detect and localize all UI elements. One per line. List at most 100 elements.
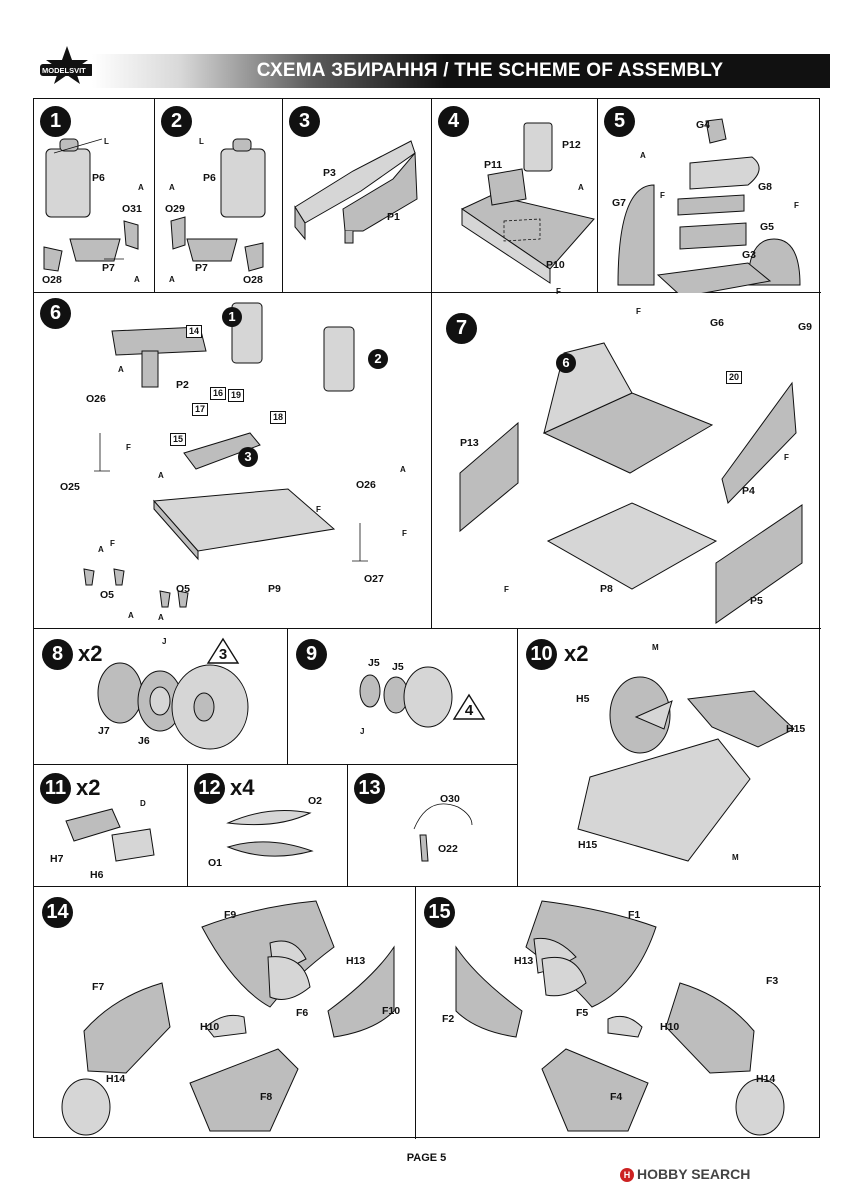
part-label: F3: [766, 975, 779, 987]
step-6-number: 6: [40, 298, 71, 329]
part-label: H5: [576, 693, 590, 705]
part-label: G9: [798, 321, 813, 333]
logo-text: MODELSVIT: [42, 66, 86, 75]
paint-label: A: [640, 151, 646, 160]
part-label: F10: [382, 1005, 401, 1017]
part-label: O29: [165, 203, 185, 215]
step-1-panel: 1 P6 L A O31 P7 A O28: [34, 99, 155, 293]
step-2-drawing: [170, 138, 266, 272]
part-label: F6: [296, 1007, 309, 1019]
part-label: O5: [100, 589, 115, 601]
decal-box: 15: [170, 433, 187, 446]
part-label: O27: [364, 573, 384, 585]
part-label: P2: [176, 379, 189, 391]
quantity-label: x4: [230, 775, 255, 800]
step-3-drawing: [294, 140, 418, 244]
paint-label: D: [140, 799, 146, 808]
paint-label: F: [402, 529, 407, 538]
step-7-panel: 7 P13 P4 F P8 F P5 20 6: [432, 293, 821, 629]
part-label: P7: [195, 262, 208, 274]
decal-box: 19: [228, 389, 245, 402]
part-label: P6: [92, 172, 105, 184]
part-label: P5: [750, 595, 763, 607]
part-label: O25: [60, 481, 80, 493]
paint-label: F: [110, 539, 115, 548]
part-label: P3: [323, 167, 336, 179]
part-label: J6: [138, 735, 150, 747]
part-label: H7: [50, 853, 64, 865]
step-15-number: 15: [424, 897, 455, 928]
reference-number: 3: [218, 646, 228, 663]
paint-label: A: [169, 275, 175, 284]
part-label: O30: [440, 793, 460, 805]
part-label: O26: [86, 393, 106, 405]
part-label: H13: [514, 955, 534, 967]
part-label: O28: [243, 274, 263, 286]
step-6-panel: 6 P2 O26 A F O25 A O5 O5 A P9 F O26 A F: [34, 293, 432, 629]
part-label: F9: [224, 909, 237, 921]
part-label: O22: [438, 843, 458, 855]
part-label: H15: [786, 723, 806, 735]
part-label: F4: [610, 1091, 623, 1103]
part-label: F1: [628, 909, 641, 921]
part-label: G7: [612, 197, 627, 209]
step-11-drawing: [65, 808, 155, 862]
step-13-number: 13: [354, 773, 385, 804]
step-4-drawing: [460, 122, 595, 284]
part-label: O5: [176, 583, 191, 595]
part-label: P7: [102, 262, 115, 274]
part-label: O1: [208, 857, 223, 869]
part-label: G4: [696, 119, 711, 131]
step-13-panel: 13 O30 O22: [348, 765, 518, 887]
part-label: J5: [392, 661, 404, 673]
step-8-number: 8: [42, 639, 73, 670]
paint-label: A: [400, 465, 406, 474]
page-title: СХЕМА ЗБИРАННЯ / THE SCHEME OF ASSEMBLY: [256, 60, 724, 81]
instructions-frame: 1 P6 L A O31 P7 A O28 2 P6 L A O29 P7 A: [33, 98, 821, 1139]
hobby-search-icon: H: [620, 1168, 634, 1182]
modelsvit-logo: MODELSVIT: [34, 44, 100, 90]
quantity-label: x2: [76, 775, 101, 800]
step-12-number: 12: [194, 773, 225, 804]
reference-number: 4: [464, 702, 474, 719]
step-14-panel: 14 F9 H13 F7 F6 F10 H10 H14 F8: [34, 887, 416, 1139]
part-label: H14: [106, 1073, 126, 1085]
part-label: G6: [710, 317, 725, 329]
step-5-drawing: [617, 118, 801, 293]
paint-label: M: [732, 853, 739, 862]
step-4-number: 4: [438, 106, 469, 137]
quantity-label: x2: [564, 641, 589, 666]
paint-label: A: [118, 365, 124, 374]
step-8-drawing: [97, 662, 249, 750]
decal-box: 17: [192, 403, 209, 416]
step-13-drawing: [413, 803, 473, 862]
step-1-drawing: [43, 138, 139, 272]
part-label: P6: [203, 172, 216, 184]
step-12-panel: 12 x4 O2 O1: [188, 765, 348, 887]
paint-label: A: [169, 183, 175, 192]
paint-label: M: [652, 643, 659, 652]
step-10-drawing: [577, 676, 795, 862]
part-label: P9: [268, 583, 281, 595]
step-9-panel: 9 J5 J5 J 4: [288, 629, 518, 765]
step-14-number: 14: [42, 897, 73, 928]
step-10-panel: 10 x2 M H5 H15 H15 M: [518, 629, 821, 887]
part-label: H14: [756, 1073, 776, 1085]
step-5-number: 5: [604, 106, 635, 137]
paint-label: F: [660, 191, 665, 200]
step-15-drawing: [455, 900, 785, 1136]
part-label: J5: [368, 657, 380, 669]
paint-label: L: [104, 137, 109, 146]
part-label: O31: [122, 203, 142, 215]
paint-label: F: [126, 443, 131, 452]
part-label: P4: [742, 485, 755, 497]
paint-label: J: [360, 727, 365, 736]
reference-triangle: 3: [206, 637, 240, 665]
part-label: P11: [484, 159, 503, 171]
part-label: P8: [600, 583, 613, 595]
part-label: H6: [90, 869, 104, 881]
paint-label: A: [138, 183, 144, 192]
page-number: PAGE 5: [406, 1152, 447, 1164]
part-label: H10: [660, 1021, 680, 1033]
